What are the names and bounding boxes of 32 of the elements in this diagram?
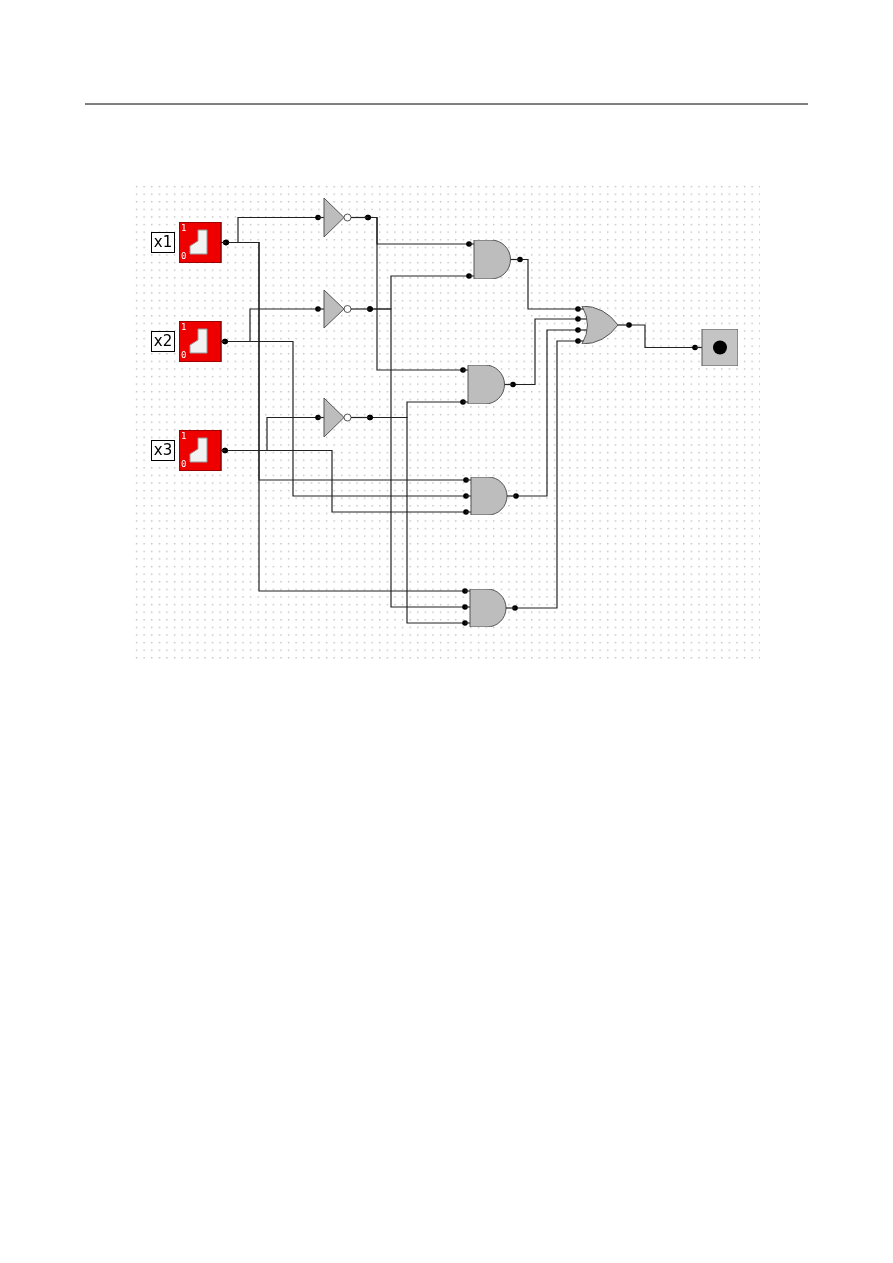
not-gate (318, 290, 370, 328)
toggle-switch (179, 321, 225, 362)
wire (222, 338, 469, 499)
not-gate (318, 198, 368, 237)
wire (513, 327, 581, 499)
wire (367, 306, 468, 610)
wire (367, 414, 468, 626)
wire (512, 338, 581, 611)
wire (365, 214, 466, 373)
input-label: x3 (151, 440, 175, 461)
switch-state-label: 0 (181, 351, 187, 360)
not-gate (318, 398, 370, 437)
switch-state-label: 0 (181, 252, 187, 261)
and-gate (463, 365, 513, 404)
wire (517, 256, 581, 312)
wire (223, 239, 468, 594)
switch-state-label: 1 (181, 432, 187, 441)
and-gate (465, 589, 515, 627)
and-gate (469, 240, 520, 279)
indicator-lamp (695, 329, 738, 366)
toggle-switch (179, 430, 225, 471)
wire (222, 447, 469, 515)
switch-state-label: 0 (181, 460, 187, 469)
switch-state-label: 1 (181, 323, 187, 332)
wire (510, 316, 581, 388)
switch-state-label: 1 (181, 224, 187, 233)
wire (626, 322, 698, 351)
or-gate (578, 306, 629, 344)
input-label: x2 (151, 331, 175, 352)
and-gate (466, 477, 516, 515)
input-label: x1 (151, 232, 175, 253)
toggle-switch (179, 222, 226, 263)
